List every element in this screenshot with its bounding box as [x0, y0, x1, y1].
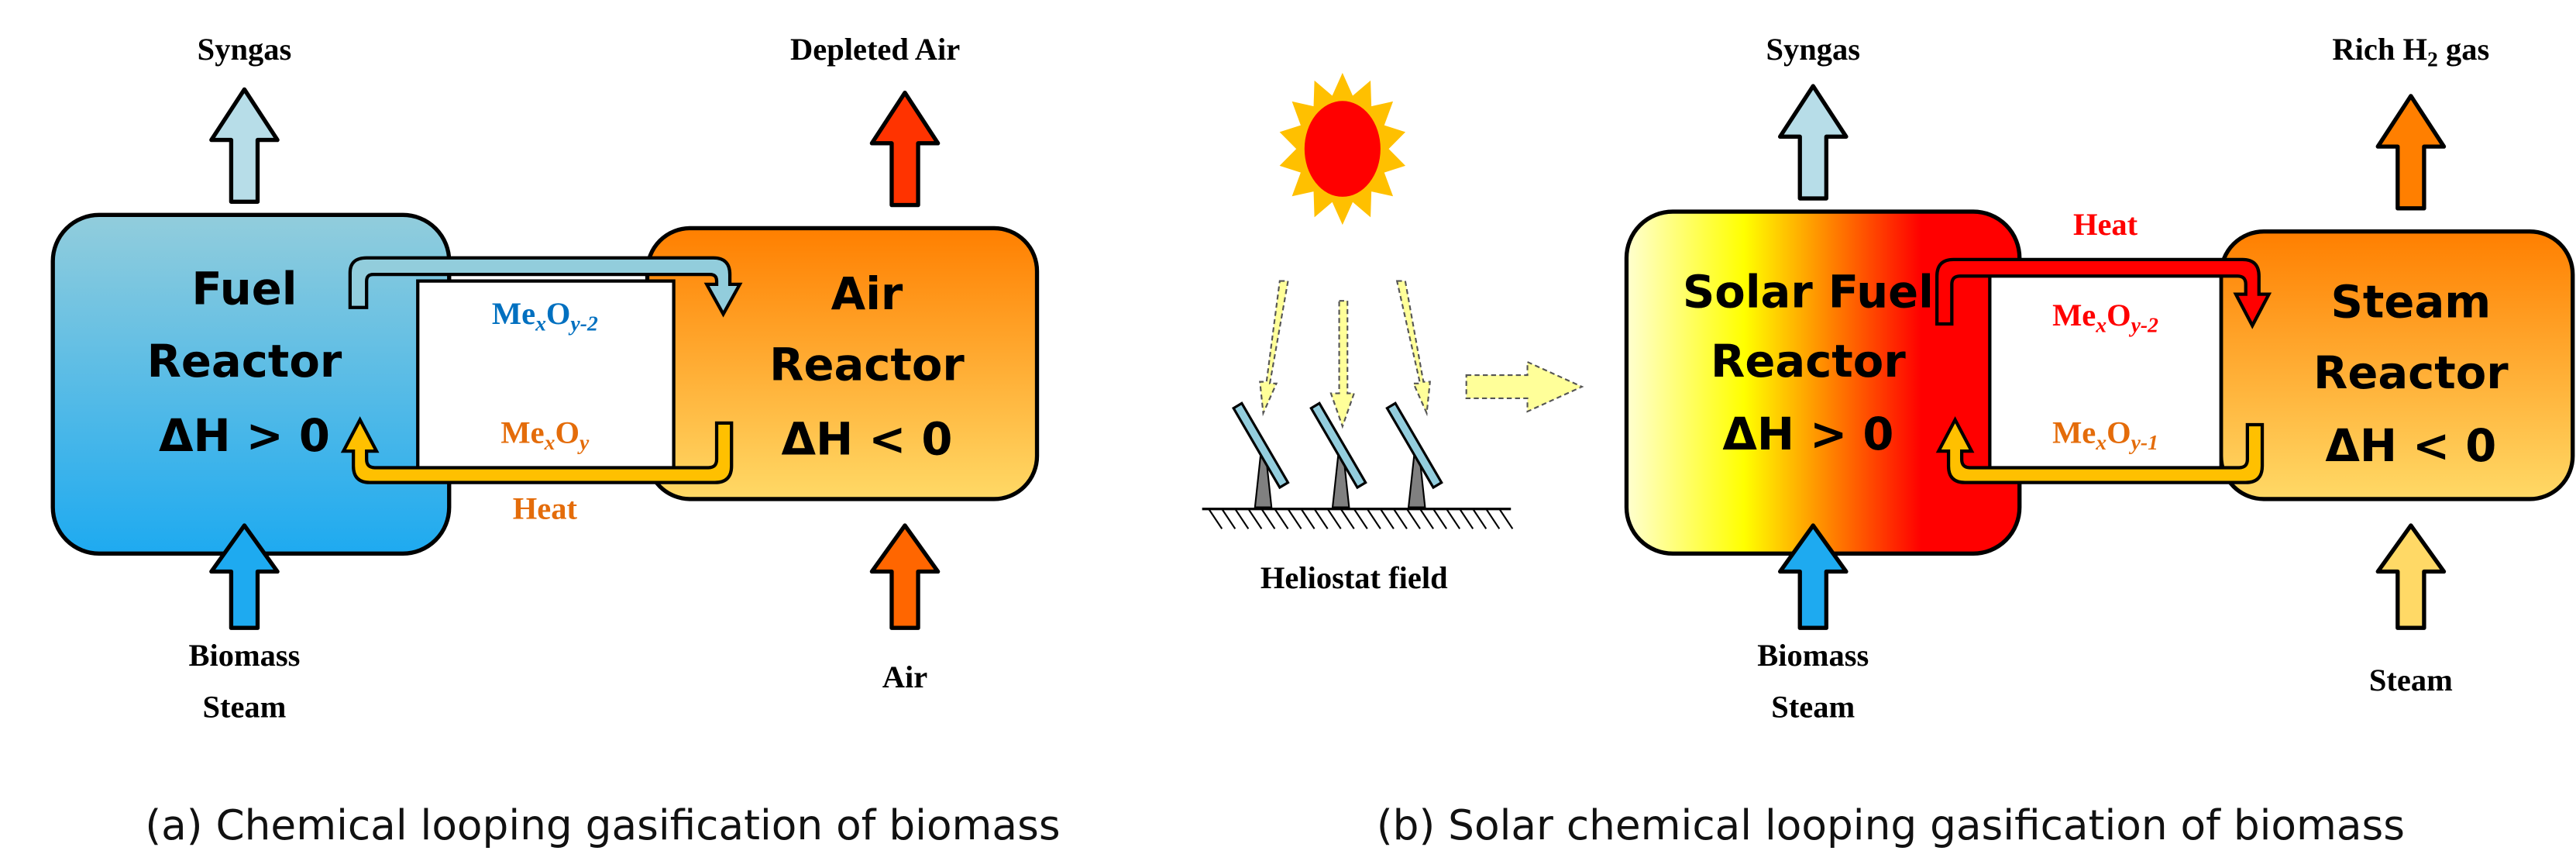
heat-label: Heat	[513, 491, 578, 526]
steam-label-b: Steam	[1771, 689, 1855, 724]
heat-label-b: Heat	[2073, 207, 2138, 242]
panel-b: Heliostat field Syngas Rich H2 gas Solar…	[1202, 32, 2575, 849]
syngas-arrow-b	[1777, 84, 1849, 201]
oxygen-carrier-zone-b	[1988, 270, 2223, 483]
air-reactor-title-1: Air	[831, 268, 903, 320]
oxidized-oxide-formula: MexOy	[500, 415, 590, 454]
oxidized-oxide-formula-b: MexOy-1	[2052, 415, 2158, 454]
air-label: Air	[882, 660, 927, 694]
heliostat-field-label: Heliostat field	[1260, 560, 1448, 595]
steam-reactor-title-1: Steam	[2330, 276, 2491, 328]
steam-reactor-enthalpy: ΔH < 0	[2325, 420, 2496, 472]
solar-reactor-title-1: Solar Fuel	[1683, 267, 1934, 319]
heliostat-mirror	[1385, 401, 1443, 490]
fuel-reactor-title-1: Fuel	[191, 263, 297, 315]
heliostat-mirror	[1309, 401, 1367, 490]
sun-icon	[1279, 73, 1406, 226]
caption-a: (a) Chemical looping gasification of bio…	[145, 801, 1060, 849]
steam-label: Steam	[202, 689, 286, 724]
syngas-label-b: Syngas	[1766, 32, 1861, 67]
air-inlet-arrow	[869, 523, 941, 630]
depleted-air-label: Depleted Air	[790, 32, 960, 67]
concentrated-light-arrow	[1465, 360, 1584, 413]
biomass-label-b: Biomass	[1757, 638, 1869, 673]
solar-reactor-enthalpy: ΔH > 0	[1722, 408, 1893, 460]
steam-label-right: Steam	[2369, 663, 2453, 697]
syngas-arrow	[209, 87, 280, 204]
steam-reactor-title-2: Reactor	[2313, 347, 2509, 399]
oxidized-carrier-loop-arrow-b	[1935, 416, 2265, 484]
rich-h2-arrow	[2375, 94, 2447, 211]
sunlight-arrow-right	[1395, 280, 1431, 417]
caption-b: (b) Solar chemical looping gasification …	[1377, 801, 2405, 849]
fuel-reactor-title-2: Reactor	[147, 336, 342, 387]
heliostat-mirror	[1231, 401, 1290, 490]
panel-a: Syngas Depleted Air Fuel Reactor ΔH > 0 …	[50, 32, 1061, 849]
syngas-label: Syngas	[198, 32, 292, 67]
reduced-oxide-formula: MexOy-2	[492, 296, 598, 336]
oxidized-carrier-loop-arrow	[340, 416, 734, 484]
sunlight-arrow-left	[1259, 280, 1289, 417]
fuel-reactor-enthalpy: ΔH > 0	[159, 410, 330, 462]
sun-core	[1304, 101, 1381, 197]
biomass-label: Biomass	[188, 638, 300, 673]
depleted-air-arrow	[869, 90, 941, 208]
steam-inlet-arrow	[2375, 523, 2447, 630]
reduced-oxide-formula-b: MexOy-2	[2052, 298, 2158, 337]
solar-reactor-title-2: Reactor	[1711, 336, 1906, 387]
air-reactor-title-2: Reactor	[769, 339, 965, 391]
reduced-carrier-loop-arrow-b	[1935, 257, 2272, 329]
reduced-carrier-loop-arrow	[348, 256, 743, 318]
heliostat-field-icon	[1202, 401, 1514, 529]
biomass-steam-arrow-b	[1777, 523, 1849, 630]
rich-h2-gas-label: Rich H2 gas	[2332, 32, 2489, 71]
sunlight-arrow-center	[1329, 300, 1356, 429]
sunlight-rays	[1259, 280, 1584, 429]
biomass-steam-arrow	[209, 523, 280, 630]
air-reactor-enthalpy: ΔH < 0	[782, 413, 953, 465]
